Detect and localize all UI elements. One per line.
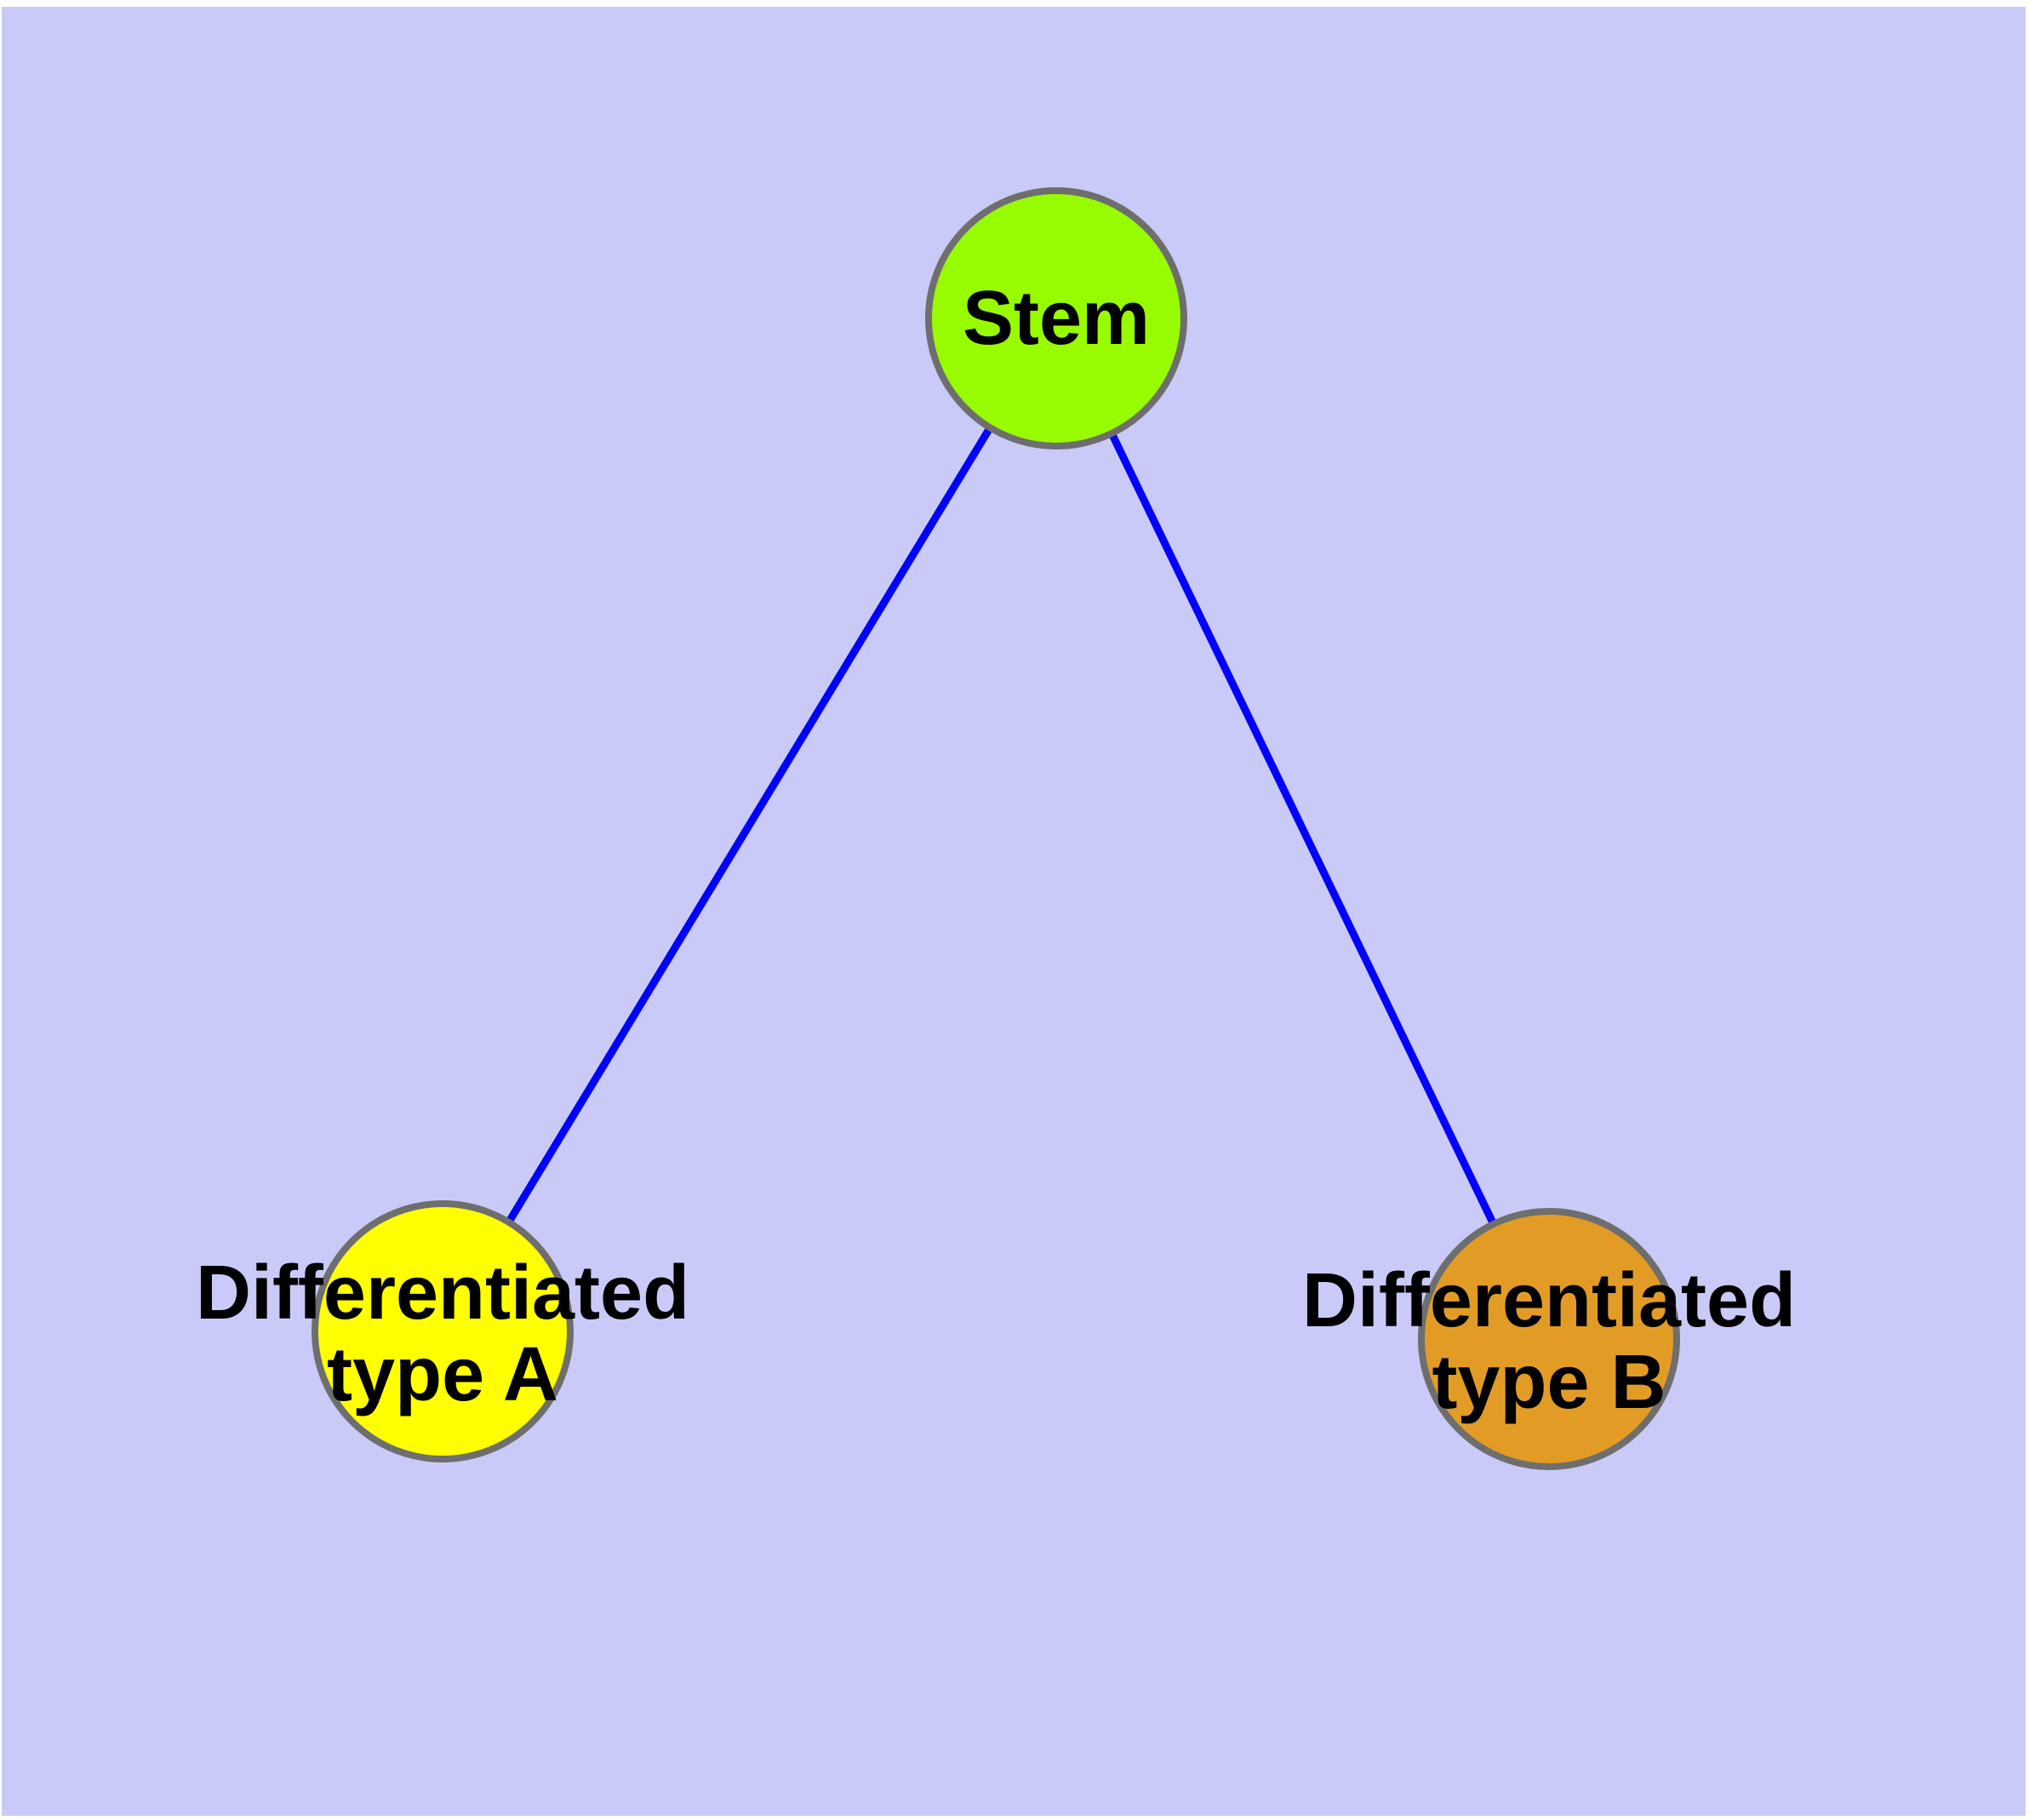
edge-stem-to-type-b	[1052, 317, 1553, 1341]
node-differentiated-type-b[interactable]	[1418, 1208, 1680, 1470]
edge-stem-to-type-a	[439, 316, 1060, 1334]
node-differentiated-type-a[interactable]	[311, 1200, 574, 1462]
node-stem[interactable]	[925, 187, 1187, 449]
